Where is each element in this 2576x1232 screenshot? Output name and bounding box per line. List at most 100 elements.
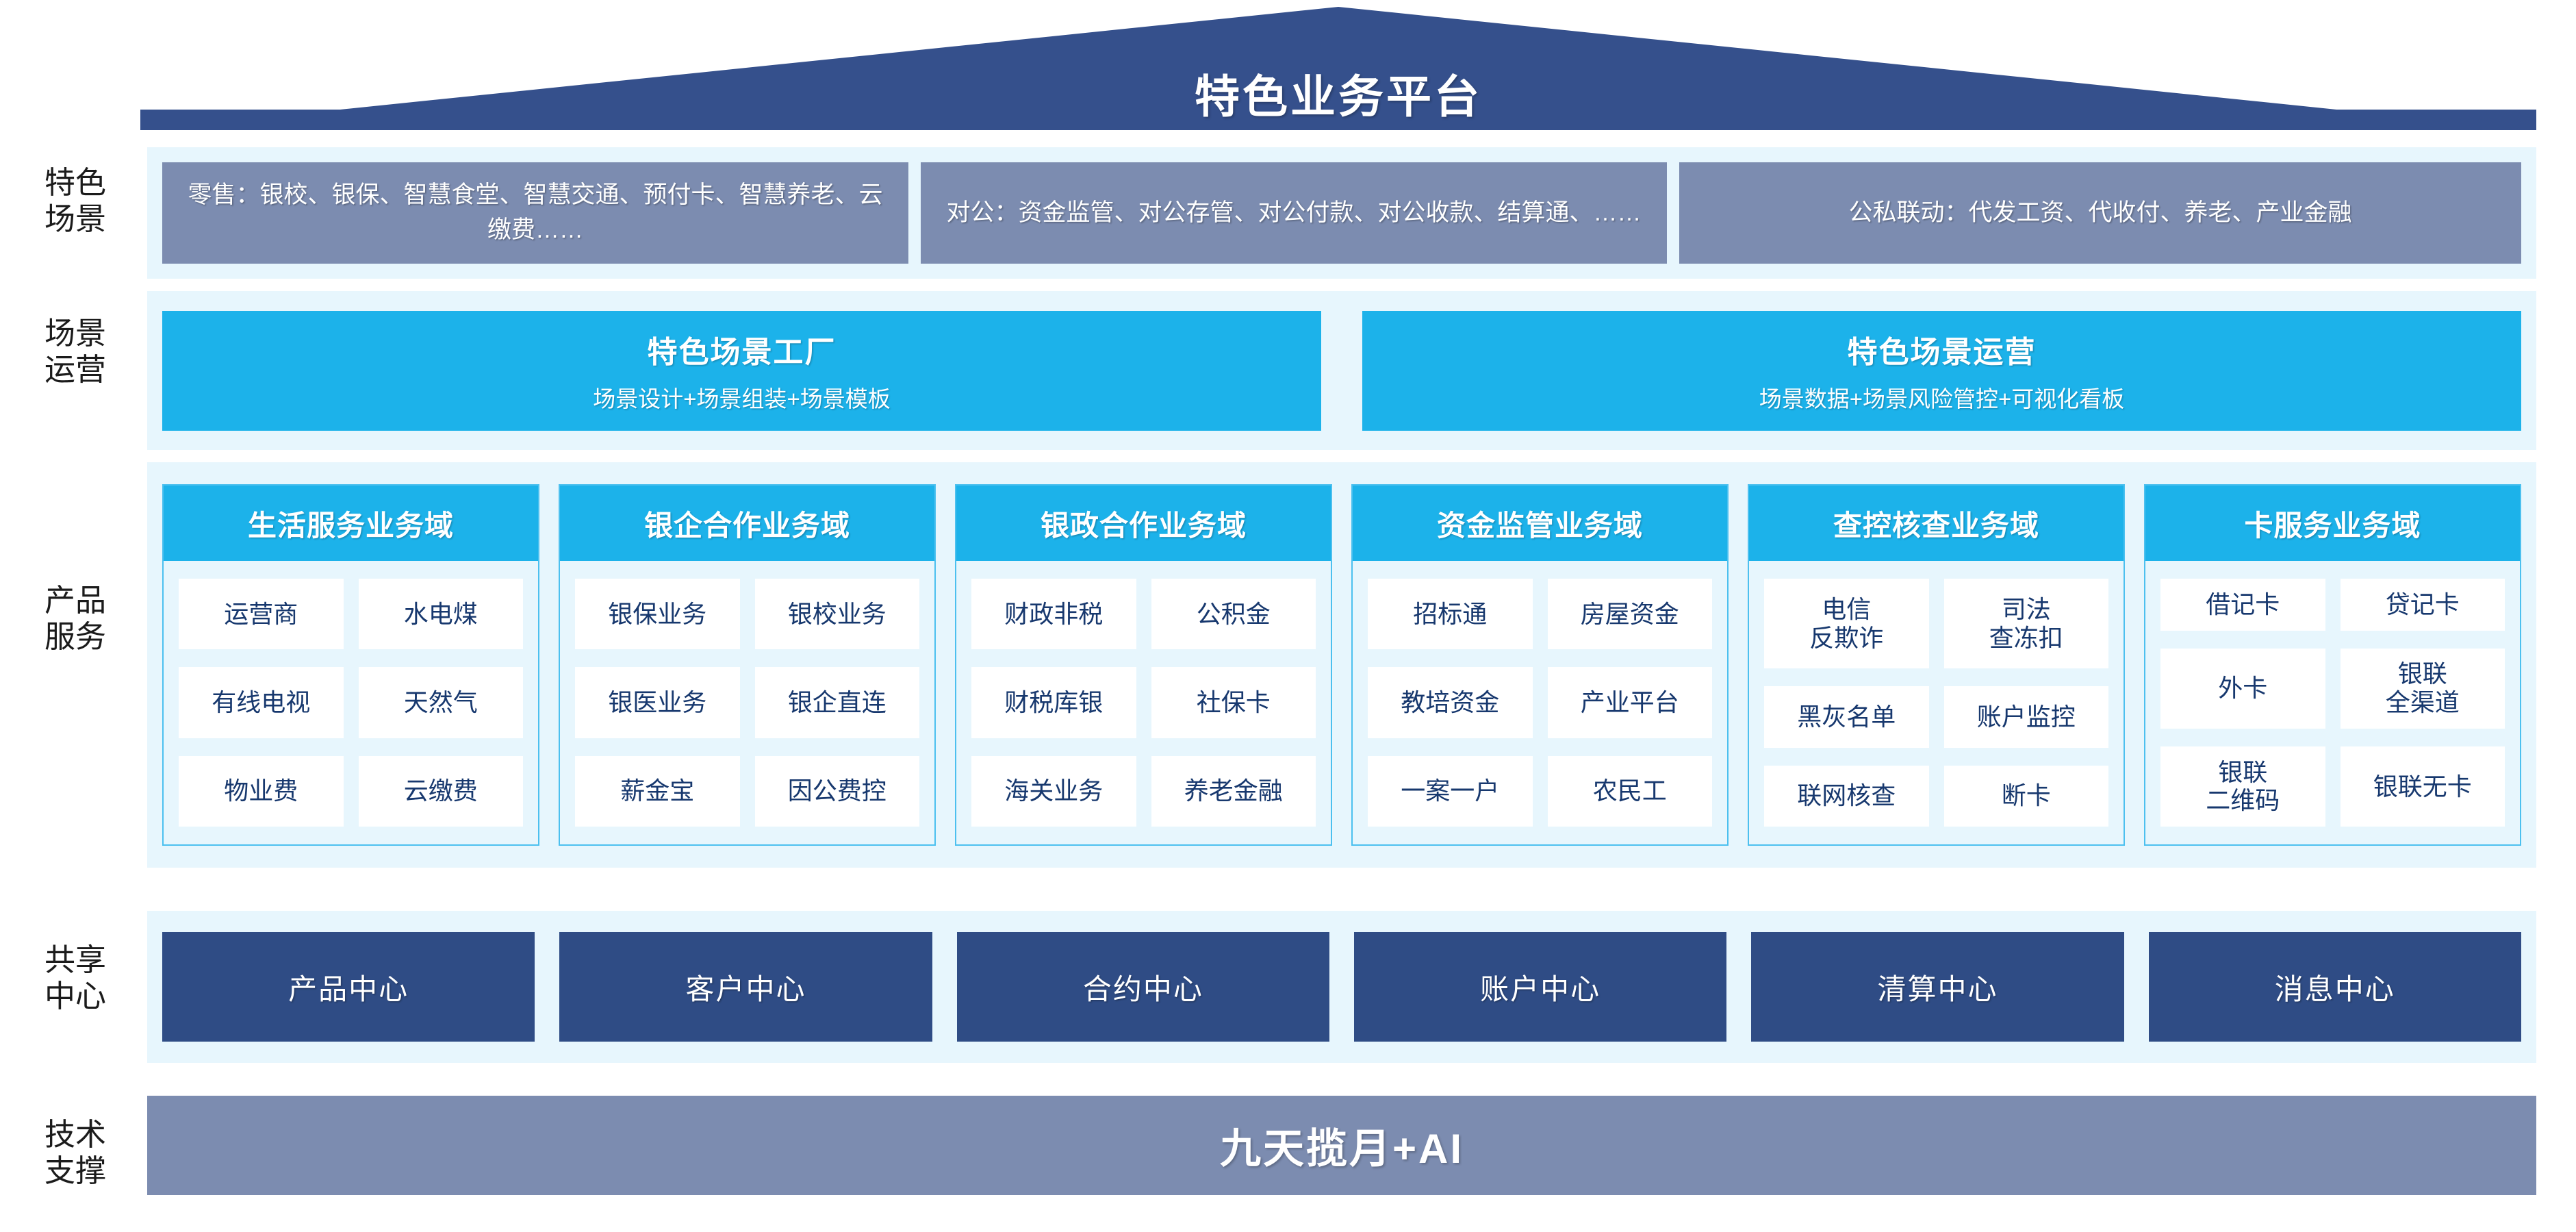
service-cell[interactable]: 银企直连 xyxy=(754,667,919,738)
service-cell[interactable]: 银校业务 xyxy=(754,579,919,650)
service-cell-label: 教培资金 xyxy=(1401,688,1500,717)
service-cell[interactable]: 社保卡 xyxy=(1151,667,1316,738)
shared-center-box[interactable]: 清算中心 xyxy=(1751,932,2124,1042)
business-domain-column: 卡服务业务域借记卡贷记卡外卡 银联全渠道银联二维码 银联无卡 xyxy=(2144,484,2521,846)
shared-center-box[interactable]: 客户中心 xyxy=(559,932,932,1042)
ops-box-scene-operations[interactable]: 特色场景运营 场景数据+场景风险管控+可视化看板 xyxy=(1362,310,2521,431)
service-cell-label: 物业费 xyxy=(224,777,298,805)
service-cell[interactable]: 云缴费 xyxy=(358,755,523,827)
service-cell-label: 银保业务 xyxy=(608,599,707,628)
operations-band: 特色场景工厂 场景设计+场景组装+场景模板 特色场景运营 场景数据+场景风险管控… xyxy=(147,291,2536,450)
row-label-scenarios: 特色 场景 xyxy=(14,164,137,237)
ops-box-scene-factory[interactable]: 特色场景工厂 场景设计+场景组装+场景模板 xyxy=(162,310,1321,431)
service-cell-label: 联网核查 xyxy=(1797,781,1896,810)
service-cell-label: 账户监控 xyxy=(1976,702,2076,731)
service-cell[interactable]: 天然气 xyxy=(358,667,523,738)
service-cell[interactable]: 电信反欺诈 xyxy=(1764,579,1929,669)
service-cell[interactable]: 公积金 xyxy=(1151,579,1316,650)
service-cell[interactable]: 银医业务 xyxy=(575,667,740,738)
service-cell[interactable]: 农民工 xyxy=(1547,755,1712,827)
service-cell-label: 天然气 xyxy=(403,688,478,717)
row-label-line-2: 服务 xyxy=(44,619,106,655)
business-domain-grid: 财政非税 公积金财税库银 社保卡海关业务 养老金融 xyxy=(956,561,1331,844)
scenario-box-retail[interactable]: 零售：银校、银保、智慧食堂、智慧交通、预付卡、智慧养老、云缴费…… xyxy=(162,162,908,264)
service-cell-label: 水电煤 xyxy=(403,599,478,628)
service-cell[interactable]: 有线电视 xyxy=(179,667,344,738)
service-cell[interactable]: 运营商 xyxy=(179,579,344,650)
service-cell[interactable]: 养老金融 xyxy=(1151,755,1316,827)
business-domain-grid: 招标通房屋资金教培资金 产业平台一案一户 农民工 xyxy=(1353,561,1727,844)
business-domain-title[interactable]: 银政合作业务域 xyxy=(956,486,1331,561)
row-label-line-1: 产品 xyxy=(44,583,106,618)
service-cell[interactable]: 一案一户 xyxy=(1368,755,1533,827)
service-cell-label: 产业平台 xyxy=(1580,688,1679,717)
business-domain-title[interactable]: 资金监管业务域 xyxy=(1353,486,1727,561)
service-cell[interactable]: 贷记卡 xyxy=(2340,579,2505,631)
shared-centers-list: 产品中心客户中心合约中心账户中心清算中心消息中心 xyxy=(147,911,2536,1063)
service-cell-label: 海关业务 xyxy=(1004,777,1104,805)
service-cell[interactable]: 银保业务 xyxy=(575,579,740,650)
service-cell-label: 黑灰名单 xyxy=(1797,702,1896,731)
service-cell[interactable]: 断卡 xyxy=(1943,765,2108,827)
service-cell[interactable]: 产业平台 xyxy=(1547,667,1712,738)
business-domain-column: 生活服务业务域运营商 水电煤有线电视 天然气物业费 云缴费 xyxy=(162,484,539,846)
ops-title: 特色场景工厂 xyxy=(647,336,837,369)
ops-title: 特色场景运营 xyxy=(1847,336,2037,369)
service-cell[interactable]: 黑灰名单 xyxy=(1764,686,1929,748)
service-cell-label: 一案一户 xyxy=(1401,777,1500,805)
service-cell[interactable]: 账户监控 xyxy=(1943,686,2108,748)
row-label-line-2: 运营 xyxy=(44,352,106,388)
ops-subtitle: 场景设计+场景组装+场景模板 xyxy=(593,386,891,412)
business-domain-title[interactable]: 银企合作业务域 xyxy=(560,486,934,561)
row-label-shared-centers: 共享 中心 xyxy=(14,942,137,1014)
service-cell[interactable]: 水电煤 xyxy=(358,579,523,650)
service-cell-label: 社保卡 xyxy=(1196,688,1271,717)
shared-center-box[interactable]: 合约中心 xyxy=(956,932,1329,1042)
row-label-line-2: 支撑 xyxy=(44,1153,106,1189)
shared-center-box[interactable]: 产品中心 xyxy=(162,932,535,1042)
scenario-box-public-private[interactable]: 公私联动：代发工资、代收付、养老、产业金融 xyxy=(1679,162,2521,264)
service-cell-label: 财政非税 xyxy=(1004,599,1104,628)
row-label-line-1: 共享 xyxy=(44,942,106,977)
service-cell-label: 电信反欺诈 xyxy=(1809,594,1884,652)
service-cell[interactable]: 司法查冻扣 xyxy=(1943,579,2108,669)
tech-support-bar[interactable]: 九天揽月+AI xyxy=(147,1096,2536,1195)
row-label-operations: 场景 运营 xyxy=(14,315,137,388)
service-cell-label: 外卡 xyxy=(2218,674,2268,703)
service-cell[interactable]: 财政非税 xyxy=(971,579,1136,650)
service-cell[interactable]: 借记卡 xyxy=(2160,579,2325,631)
shared-center-box[interactable]: 账户中心 xyxy=(1353,932,1727,1042)
business-domain-title[interactable]: 卡服务业务域 xyxy=(2145,486,2520,561)
service-cell[interactable]: 物业费 xyxy=(179,755,344,827)
service-cell[interactable]: 财税库银 xyxy=(971,667,1136,738)
service-cell[interactable]: 外卡 xyxy=(2160,648,2325,729)
business-domain-title[interactable]: 查控核查业务域 xyxy=(1749,486,2124,561)
service-cell[interactable]: 银联无卡 xyxy=(2340,746,2505,827)
service-cell[interactable]: 银联二维码 xyxy=(2160,746,2325,827)
service-cell[interactable]: 银联全渠道 xyxy=(2340,648,2505,729)
service-cell[interactable]: 联网核查 xyxy=(1764,765,1929,827)
row-label-product-services: 产品 服务 xyxy=(14,582,137,655)
service-cell[interactable]: 海关业务 xyxy=(971,755,1136,827)
service-cell-label: 公积金 xyxy=(1196,599,1271,628)
business-domain-grid: 电信反欺诈 司法查冻扣黑灰名单 账户监控联网核查 断卡 xyxy=(1749,561,2124,844)
ops-subtitle: 场景数据+场景风险管控+可视化看板 xyxy=(1759,386,2125,412)
scenario-box-corporate[interactable]: 对公：资金监管、对公存管、对公付款、对公收款、结算通、…… xyxy=(921,162,1667,264)
business-domain-column: 资金监管业务域招标通房屋资金教培资金 产业平台一案一户 农民工 xyxy=(1351,484,1729,846)
service-cell[interactable]: 薪金宝 xyxy=(575,755,740,827)
shared-center-box[interactable]: 消息中心 xyxy=(2148,932,2521,1042)
business-domain-title[interactable]: 生活服务业务域 xyxy=(164,486,538,561)
service-cell[interactable]: 房屋资金 xyxy=(1547,579,1712,650)
service-cell-label: 农民工 xyxy=(1592,777,1667,805)
service-cell[interactable]: 因公费控 xyxy=(754,755,919,827)
product-services-band: 生活服务业务域运营商 水电煤有线电视 天然气物业费 云缴费 银企合作业务域银保业务 银校业… xyxy=(147,462,2536,868)
service-cell[interactable]: 招标通 xyxy=(1368,579,1533,650)
service-cell-label: 银联无卡 xyxy=(2373,772,2472,801)
business-domain-column: 查控核查业务域电信反欺诈 司法查冻扣黑灰名单 账户监控联网核查 断卡 xyxy=(1748,484,2125,846)
service-cell[interactable]: 教培资金 xyxy=(1368,667,1533,738)
scenarios-band: 零售：银校、银保、智慧食堂、智慧交通、预付卡、智慧养老、云缴费…… 对公：资金监… xyxy=(147,147,2536,279)
business-domain-grid: 借记卡贷记卡外卡 银联全渠道银联二维码 银联无卡 xyxy=(2145,561,2520,844)
page-title: 特色业务平台 xyxy=(1195,71,1482,122)
row-label-line-1: 技术 xyxy=(44,1117,106,1152)
